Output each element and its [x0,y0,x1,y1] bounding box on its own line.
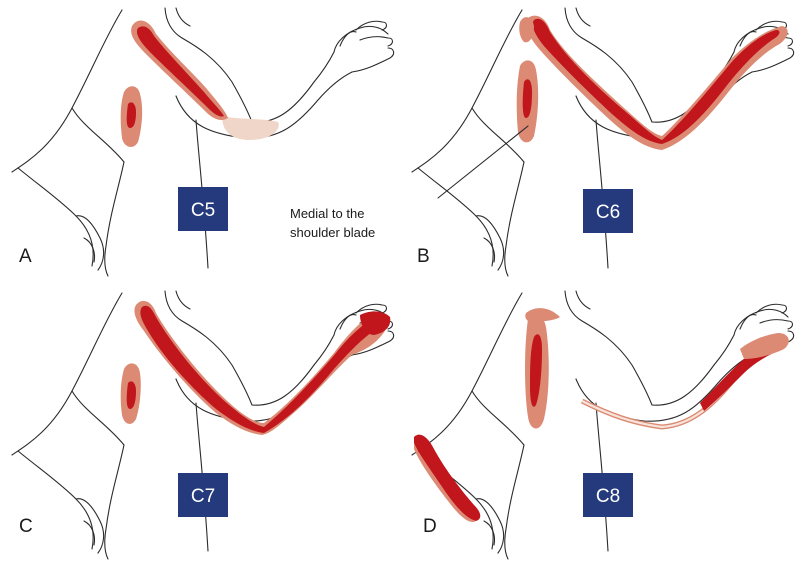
c8-forearm-primary [700,341,787,411]
tag-box-b [583,189,633,233]
c7-scapula-primary [126,381,136,409]
c7-referred-zone [134,300,388,435]
c8-hand-referred [740,333,789,359]
panel-letter-a: A [19,246,32,267]
annotation-leader-line [437,125,529,199]
dermatome-tag-b: C6 [596,202,620,223]
dermatome-tag-d: C8 [596,486,620,507]
tag-box-a [178,187,228,231]
c5-scapula-primary [126,102,136,128]
panel-d: C8 D [411,290,795,560]
c6-scapula-primary [522,79,532,118]
c7-primary-zone [140,305,384,433]
c8-collar-referred [525,308,560,323]
c8-left-forearm-zone [414,434,481,521]
panel-letter-c: C [19,516,33,537]
panel-letter-d: D [423,516,437,537]
c5-primary-zone [136,26,224,117]
c7-hand-primary [360,311,391,335]
body-outline-b [411,7,795,277]
c6-primary-zone [532,18,780,144]
panel-b: C6 B [411,7,795,277]
annotation-line-2: shoulder blade [290,225,375,240]
annotation-line-1: Medial to the [290,206,364,221]
tag-box-d [583,473,633,517]
body-outline-c [11,290,395,560]
c6-collar-referred [519,17,534,43]
c6-referred-zone [525,15,788,151]
panel-a: C5 A [11,7,395,277]
panel-letter-b: B [417,246,430,267]
c8-trunk-primary [530,334,542,407]
tag-box-c [178,473,228,517]
dermatome-tag-a: C5 [191,200,215,221]
panel-c: C7 C [11,290,395,560]
dermatome-tag-c: C7 [191,486,215,507]
c5-faint-zone [222,116,279,140]
